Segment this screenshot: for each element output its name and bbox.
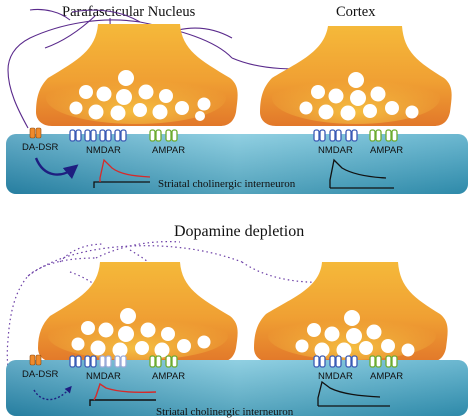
synaptic-vesicles-depleted	[71, 308, 415, 358]
da-dsr-label: DA-DSR	[22, 142, 59, 153]
epsp-trace-right-depleted	[317, 380, 390, 407]
ampar-cluster-left-depleted	[149, 355, 178, 368]
cortex-label: Cortex	[336, 4, 376, 20]
nmdar-cluster-right-depleted	[313, 355, 358, 368]
nmdar-cluster-left-depleted	[69, 355, 127, 368]
striatal-label-bottom: Striatal cholinergic interneuron	[156, 406, 294, 418]
ampar-label-left: AMPAR	[152, 145, 185, 156]
ampar-cluster-left	[149, 129, 178, 142]
ampar-label-left-depleted: AMPAR	[152, 371, 185, 382]
da-dsr-receptor	[29, 127, 42, 139]
nmdar-label-right: NMDAR	[318, 145, 353, 156]
parafascicular-label: Parafascicular Nucleus	[62, 4, 196, 20]
modulation-arrow-depleted	[33, 385, 72, 401]
da-dsr-label-depleted: DA-DSR	[22, 369, 59, 380]
panel-dopamine-depletion: Dopamine depletion	[6, 223, 468, 418]
striatal-label-top: Striatal cholinergic interneuron	[158, 178, 296, 190]
dopamine-depletion-label: Dopamine depletion	[174, 223, 304, 240]
nmdar-cluster-right	[313, 129, 358, 142]
thalamic-axon-depleted	[6, 241, 331, 401]
epsp-trace-left-depleted	[89, 382, 157, 406]
panel-control: Parafascicular Nucleus Cortex	[6, 4, 468, 194]
nmdar-label-left-depleted: NMDAR	[86, 371, 121, 382]
epsp-trace-right	[329, 158, 394, 189]
thalamic-axon	[7, 8, 331, 129]
striatal-neuron-bottom	[6, 360, 468, 416]
synaptic-vesicles	[69, 70, 419, 121]
da-dsr-receptor-depleted	[29, 354, 42, 366]
nmdar-label-left: NMDAR	[86, 145, 121, 156]
nmdar-cluster-left	[69, 129, 127, 142]
modulation-arrow	[34, 157, 79, 180]
ampar-label-right-depleted: AMPAR	[370, 371, 403, 382]
nmdar-label-right-depleted: NMDAR	[318, 371, 353, 382]
ampar-label-right: AMPAR	[370, 145, 403, 156]
ampar-cluster-right-depleted	[369, 355, 398, 368]
striatal-neuron-top	[6, 134, 468, 194]
ampar-cluster-right	[369, 129, 398, 142]
epsp-trace-left	[93, 158, 151, 188]
